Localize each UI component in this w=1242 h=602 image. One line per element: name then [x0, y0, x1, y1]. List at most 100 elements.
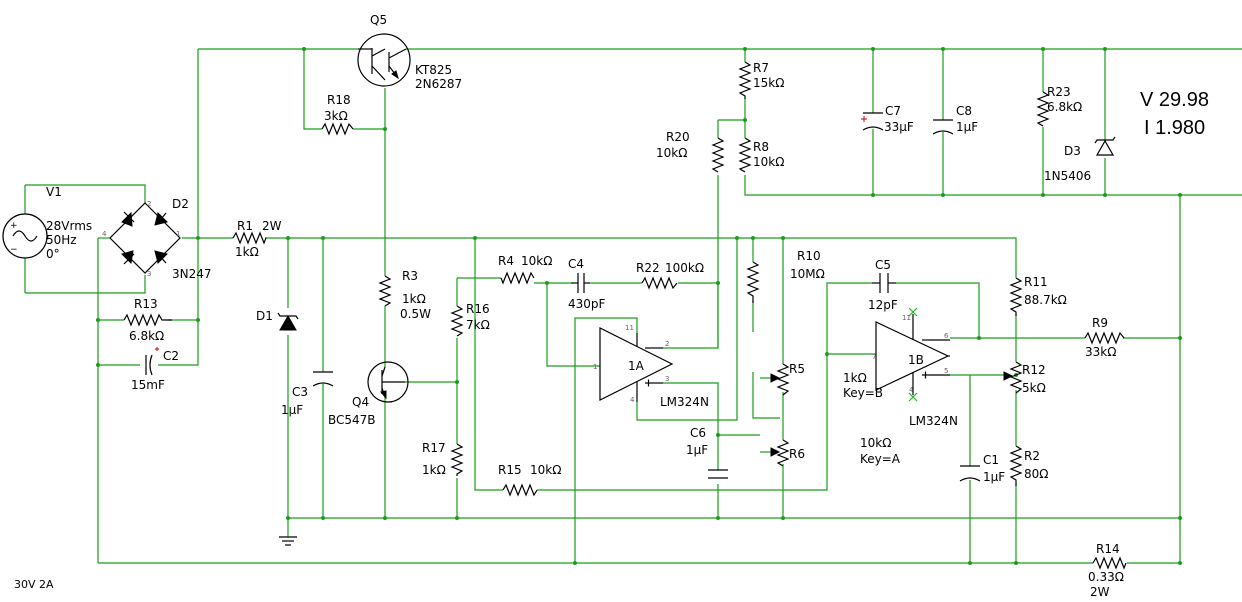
capacitor-c8[interactable] [932, 119, 954, 135]
c6-value: 1μF [686, 443, 708, 457]
r16-value: 7kΩ [466, 318, 490, 332]
r7-label: R7 [753, 61, 769, 75]
r10-label: R10 [797, 249, 821, 263]
resistor-r7[interactable] [738, 61, 752, 99]
r3-label: R3 [402, 269, 418, 283]
bridge-pin: 4 [102, 230, 107, 238]
v1-voltage: 28Vrms [46, 219, 92, 233]
q5-model: KT825 [415, 63, 452, 77]
resistor-r10[interactable] [746, 261, 760, 303]
resistor-r8[interactable] [738, 137, 752, 173]
transistor-q4[interactable] [367, 361, 409, 403]
r4-value: 10kΩ [521, 254, 552, 268]
resistor-r4[interactable] [500, 271, 535, 285]
potentiometer-r12[interactable] [1003, 361, 1023, 394]
r11-label: R11 [1024, 275, 1048, 289]
resistor-r23[interactable] [1036, 91, 1050, 127]
capacitor-c6[interactable] [708, 469, 728, 479]
u1a-model: LM324N [660, 395, 709, 409]
r14-label: R14 [1096, 542, 1120, 556]
v1-frequency: 50Hz [46, 233, 77, 247]
r6-key: Key=A [860, 452, 901, 466]
resistor-r16[interactable] [450, 305, 464, 337]
resistor-r15[interactable] [502, 483, 538, 497]
v1-phase: 0° [46, 247, 60, 261]
r7-value: 15kΩ [753, 76, 784, 90]
capacitor-c3[interactable] [312, 371, 334, 387]
r3-power: 0.5W [400, 307, 431, 321]
resistor-r22[interactable] [641, 276, 678, 290]
c7-label: C7 [885, 104, 901, 118]
r16-label: R16 [466, 302, 490, 316]
r11-value: 88.7kΩ [1024, 293, 1067, 307]
potentiometer-r6[interactable] [770, 439, 790, 467]
capacitor-c2[interactable] [145, 347, 159, 376]
d3-label: D3 [1064, 144, 1081, 158]
resistor-r2[interactable] [1009, 445, 1023, 486]
capacitor-c1[interactable] [959, 465, 981, 482]
u1b-pin: 11 [902, 314, 911, 322]
c1-label: C1 [983, 453, 999, 467]
capacitor-c5[interactable] [872, 273, 896, 293]
v1-label: V1 [46, 185, 62, 199]
current-readout: I 1.980 [1144, 117, 1205, 139]
r5-label: R5 [789, 362, 805, 376]
zener-diode-d1[interactable] [277, 312, 299, 331]
r18-value: 3kΩ [324, 109, 348, 123]
resistor-r17[interactable] [450, 443, 464, 476]
resistor-r3[interactable] [378, 275, 392, 307]
opamp-u1b[interactable] [875, 314, 950, 395]
c8-label: C8 [956, 104, 972, 118]
r22-value: 100kΩ [665, 261, 704, 275]
resistor-r9[interactable] [1084, 331, 1125, 345]
transistor-q5[interactable] [357, 33, 411, 87]
r6-label: R6 [789, 447, 805, 461]
r23-label: R23 [1047, 85, 1071, 99]
resistor-r13[interactable] [123, 313, 172, 327]
no-connect-mark [908, 307, 918, 317]
r5-key: Key=B [843, 386, 883, 400]
potentiometer-r5[interactable] [770, 363, 790, 396]
wires [24, 48, 1242, 564]
ac-source-v1[interactable]: + − [2, 213, 48, 259]
q5-label: Q5 [370, 13, 387, 27]
resistor-r14[interactable] [1092, 556, 1127, 570]
u1b-ref: 1B [908, 353, 924, 367]
q5-model-2: 2N6287 [415, 77, 462, 91]
u1a-pin: 11 [625, 324, 634, 332]
c5-value: 12pF [868, 298, 898, 312]
r18-label: R18 [327, 93, 351, 107]
r6-value: 10kΩ [860, 436, 891, 450]
c2-value: 15mF [131, 378, 165, 392]
r20-value: 10kΩ [656, 146, 687, 160]
u1a-pin: 3 [665, 375, 669, 383]
c8-value: 1μF [956, 120, 978, 134]
c3-label: C3 [292, 385, 308, 399]
r12-value: 5kΩ [1022, 381, 1046, 395]
c3-value: 1μF [281, 403, 303, 417]
opamp-u1a[interactable] [599, 327, 674, 402]
resistor-r11[interactable] [1009, 277, 1023, 316]
r14-power: 2W [1090, 585, 1110, 599]
resistor-r1[interactable] [232, 231, 267, 245]
diode-d3[interactable] [1094, 136, 1116, 156]
r1-power: 2W [262, 219, 282, 233]
capacitor-c7[interactable] [861, 112, 884, 131]
resistor-r20[interactable] [711, 137, 725, 173]
r9-label: R9 [1092, 316, 1108, 330]
capacitor-c4[interactable] [571, 273, 590, 293]
bridge-rectifier-d2[interactable] [109, 202, 181, 274]
svg-text:−: − [10, 245, 18, 255]
u1b-pin: 5 [944, 367, 948, 375]
u1a-pin: 2 [665, 340, 669, 348]
r2-value: 80Ω [1024, 467, 1048, 481]
r4-label: R4 [498, 254, 514, 268]
u1a-ref: 1A [628, 359, 645, 373]
resistor-r18[interactable] [321, 122, 354, 136]
c1-value: 1μF [983, 470, 1005, 484]
r12-label: R12 [1022, 363, 1046, 377]
bridge-pin: 2 [147, 200, 151, 208]
d2-model: 3N247 [172, 267, 212, 281]
r13-label: R13 [134, 297, 158, 311]
